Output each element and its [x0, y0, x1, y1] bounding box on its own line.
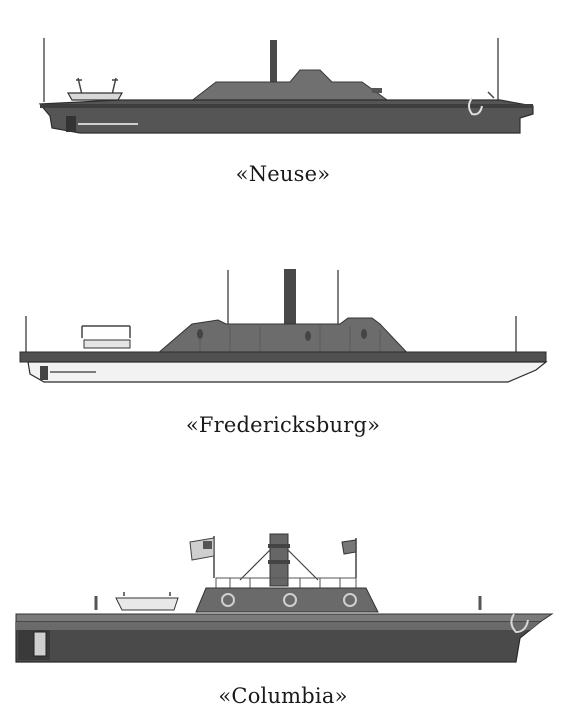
ship-fredericksburg: «Fredericksburg» [0, 250, 566, 450]
columbia-gunport [221, 593, 235, 607]
neuse-hull [38, 99, 534, 134]
neuse-rudder [66, 116, 76, 132]
fredericksburg-drawing [19, 269, 548, 383]
caption-fredericksburg: «Fredericksburg» [185, 413, 381, 437]
ship-neuse: «Neuse» [0, 0, 566, 200]
neuse-casemate [188, 69, 392, 103]
fredericksburg-funnel [284, 269, 296, 325]
columbia-casemate [195, 587, 379, 613]
fredericksburg-lower-hull [27, 361, 548, 383]
neuse-funnel [270, 40, 277, 82]
columbia-anchor [510, 613, 529, 634]
fredericksburg-casemate [148, 317, 416, 361]
columbia-deck [15, 613, 554, 623]
neuse-anchor [468, 97, 483, 116]
columbia-drawing [15, 533, 554, 663]
columbia-bow-flag [341, 539, 357, 555]
fredericksburg-boat [83, 339, 131, 349]
neuse-boat [66, 92, 124, 101]
fredericksburg-gunport [197, 329, 203, 339]
columbia-rudder [33, 631, 47, 657]
caption-columbia: «Columbia» [218, 684, 348, 708]
neuse-drawing [38, 38, 534, 134]
caption-neuse: «Neuse» [235, 162, 331, 186]
fredericksburg-rudder [40, 366, 48, 380]
ship-columbia: «Columbia» [0, 520, 566, 724]
fredericksburg-deck [19, 351, 547, 363]
columbia-boat [115, 597, 179, 611]
columbia-funnel-stays [239, 549, 319, 581]
